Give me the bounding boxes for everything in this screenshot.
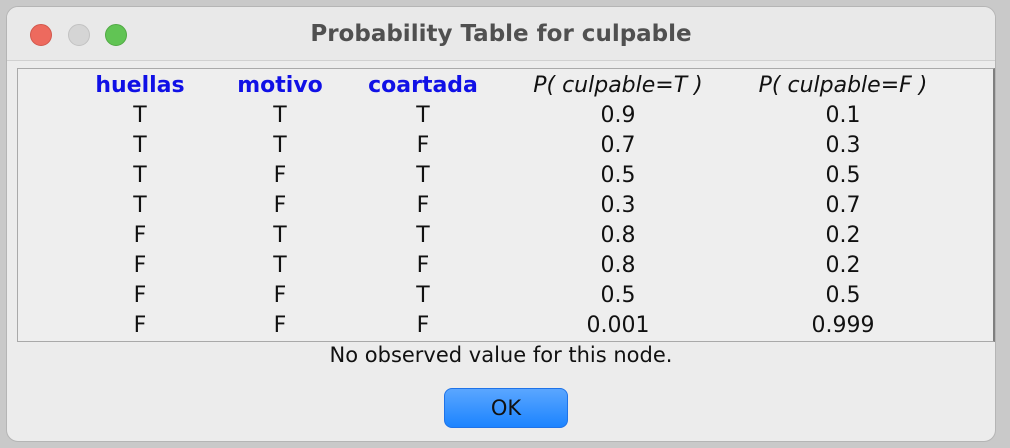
minimize-window-button[interactable] [68, 24, 90, 46]
cell-coartada: T [416, 283, 430, 308]
cell-p-culpable-true[interactable]: 0.5 [600, 163, 636, 188]
cell-huellas: F [133, 283, 147, 308]
cell-p-culpable-true[interactable]: 0.7 [600, 133, 636, 158]
cell-huellas: F [133, 313, 147, 338]
cell-motivo: T [273, 133, 287, 158]
cell-p-culpable-true[interactable]: 0.8 [600, 253, 636, 278]
cell-huellas: T [133, 103, 147, 128]
table-row: T F F 0.3 0.7 [18, 191, 993, 221]
cell-coartada: F [416, 193, 430, 218]
cell-huellas: T [133, 193, 147, 218]
cell-p-culpable-false[interactable]: 0.5 [825, 163, 861, 188]
cell-motivo: T [273, 103, 287, 128]
zoom-window-button[interactable] [105, 24, 127, 46]
table-row: F F T 0.5 0.5 [18, 281, 993, 311]
table-row: T T F 0.7 0.3 [18, 131, 993, 161]
table-row: T F T 0.5 0.5 [18, 161, 993, 191]
cell-huellas: T [133, 163, 147, 188]
cell-p-culpable-false[interactable]: 0.5 [825, 283, 861, 308]
table-row: F T F 0.8 0.2 [18, 251, 993, 281]
cell-huellas: F [133, 253, 147, 278]
column-header-p-culpable-false: P( culpable=F ) [758, 73, 928, 98]
cell-motivo: T [273, 223, 287, 248]
column-header-p-culpable-true: P( culpable=T ) [533, 73, 703, 98]
table-header-row: huellas motivo coartada P( culpable=T ) … [18, 71, 993, 101]
cell-p-culpable-true[interactable]: 0.001 [586, 313, 650, 338]
cell-motivo: F [273, 283, 287, 308]
cell-p-culpable-false[interactable]: 0.1 [825, 103, 861, 128]
cell-p-culpable-false[interactable]: 0.7 [825, 193, 861, 218]
cell-p-culpable-true[interactable]: 0.8 [600, 223, 636, 248]
cell-p-culpable-false[interactable]: 0.999 [811, 313, 875, 338]
column-header-coartada: coartada [368, 73, 478, 98]
cell-huellas: T [133, 133, 147, 158]
cell-p-culpable-false[interactable]: 0.2 [825, 223, 861, 248]
cell-motivo: F [273, 193, 287, 218]
cell-p-culpable-false[interactable]: 0.2 [825, 253, 861, 278]
title-bar[interactable]: Probability Table for culpable [7, 7, 995, 61]
table-row: F F F 0.001 0.999 [18, 311, 993, 341]
cell-huellas: F [133, 223, 147, 248]
cell-coartada: T [416, 103, 430, 128]
column-header-huellas: huellas [95, 73, 185, 98]
cell-coartada: F [416, 313, 430, 338]
cell-motivo: F [273, 313, 287, 338]
cell-motivo: T [273, 253, 287, 278]
ok-button[interactable]: OK [444, 388, 568, 428]
cell-p-culpable-true[interactable]: 0.9 [600, 103, 636, 128]
cell-coartada: F [416, 253, 430, 278]
cell-motivo: F [273, 163, 287, 188]
cell-coartada: T [416, 223, 430, 248]
probability-table-window: Probability Table for culpable huellas m… [6, 6, 996, 442]
probability-table: huellas motivo coartada P( culpable=T ) … [17, 68, 995, 342]
cell-p-culpable-true[interactable]: 0.3 [600, 193, 636, 218]
column-header-motivo: motivo [237, 73, 323, 98]
table-row: F T T 0.8 0.2 [18, 221, 993, 251]
cell-p-culpable-false[interactable]: 0.3 [825, 133, 861, 158]
cell-p-culpable-true[interactable]: 0.5 [600, 283, 636, 308]
window-title: Probability Table for culpable [310, 21, 692, 47]
observation-status-text: No observed value for this node. [329, 343, 673, 367]
close-window-button[interactable] [30, 24, 52, 46]
table-row: T T T 0.9 0.1 [18, 101, 993, 131]
cell-coartada: T [416, 163, 430, 188]
cell-coartada: F [416, 133, 430, 158]
